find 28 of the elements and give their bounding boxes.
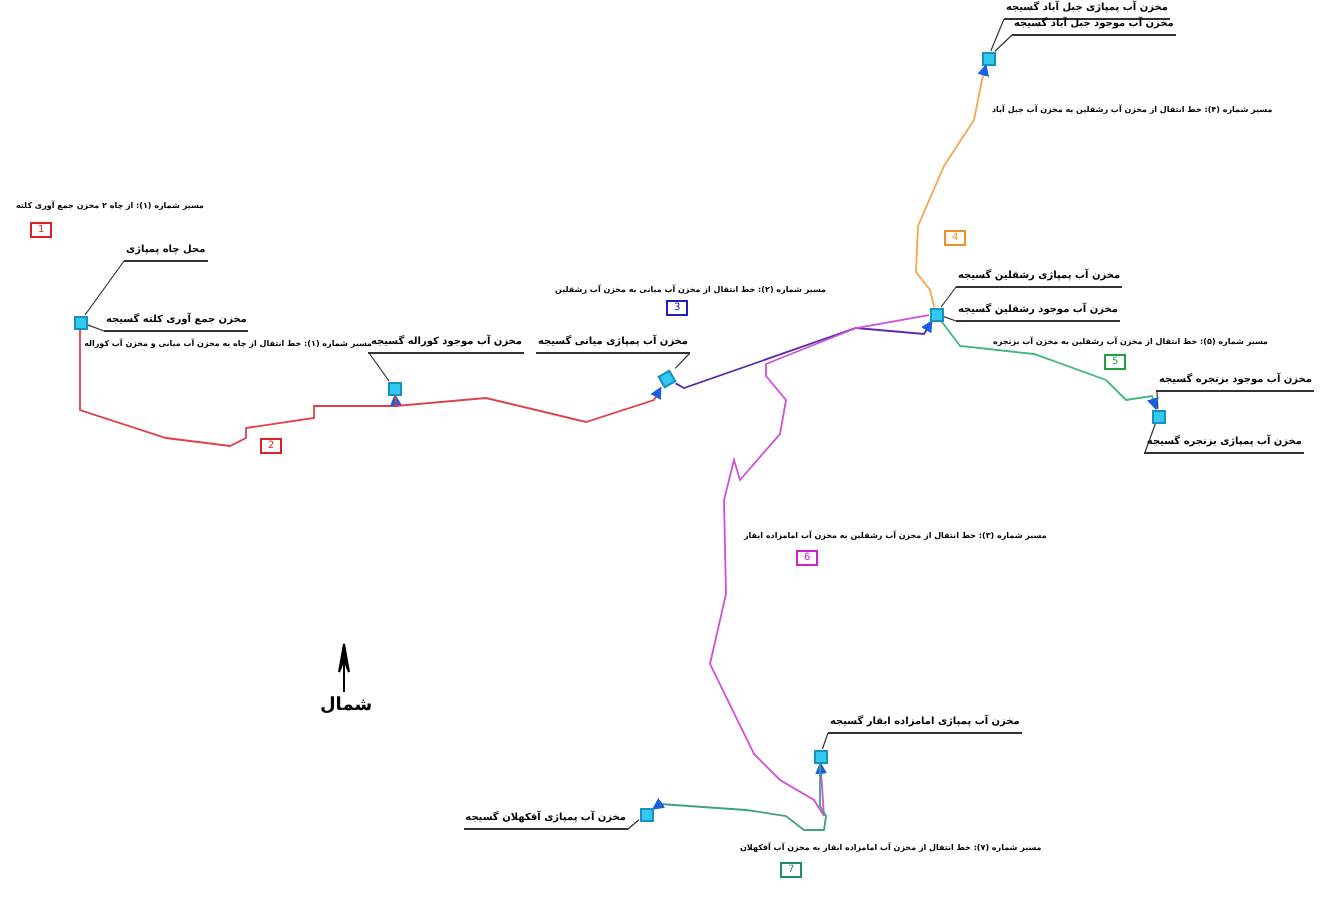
leader-line (1156, 390, 1159, 410)
tank-marker (1151, 409, 1165, 423)
leader-line (990, 18, 1005, 52)
tank-marker (387, 381, 401, 395)
tank-marker (639, 807, 653, 821)
pipeline (709, 314, 930, 817)
leader-line (821, 732, 829, 750)
leader-line (1144, 422, 1157, 454)
leader-line (627, 819, 640, 830)
pipeline (79, 328, 402, 447)
pipeline (393, 386, 662, 423)
tank-marker (929, 307, 943, 321)
tank-marker (813, 749, 827, 763)
tank-marker (981, 51, 995, 65)
leader-line (84, 260, 125, 316)
pipeline (915, 63, 989, 308)
leader-line (940, 286, 957, 308)
leader-line (942, 315, 957, 322)
pipeline (674, 319, 933, 389)
leader-line (86, 324, 105, 332)
leader-line (994, 34, 1013, 52)
tank-marker (656, 368, 676, 388)
leader-line (674, 352, 691, 369)
tank-marker (73, 315, 87, 329)
north-label: شمال (320, 696, 373, 716)
leader-line (368, 352, 390, 382)
pipeline (652, 762, 827, 831)
pipeline (940, 320, 1159, 411)
